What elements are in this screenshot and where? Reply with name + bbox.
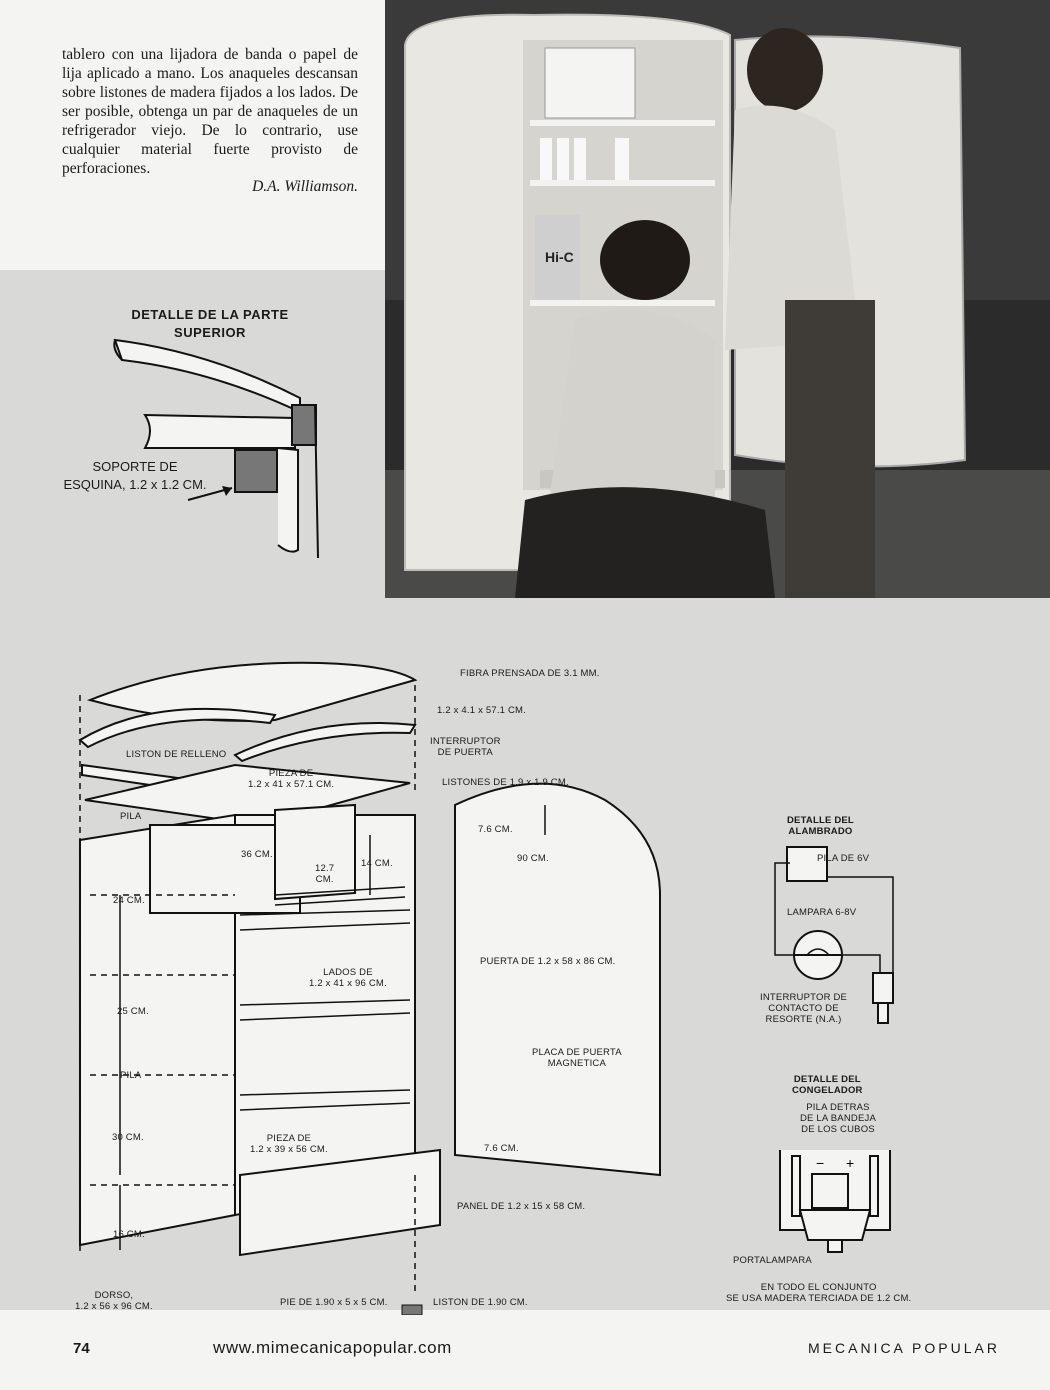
label-pressed-fiber: FIBRA PRENSADA DE 3.1 MM. xyxy=(460,668,600,679)
article-author: D.A. Williamson. xyxy=(252,178,358,195)
label-door-switch-2: DE PUERTA xyxy=(437,747,493,758)
label-battery: PILA xyxy=(120,811,142,822)
article-paragraph: tablero con una lijadora de banda o pape… xyxy=(62,46,358,177)
freezer-schematic: − + xyxy=(779,1150,891,1253)
label-dim-7-6-bottom: 7.6 CM. xyxy=(484,1143,519,1154)
svg-text:+: + xyxy=(846,1155,854,1171)
label-magnetic-plate: PLACA DE PUERTA MAGNETICA xyxy=(532,1047,622,1069)
label-dim-14: 14 CM. xyxy=(361,858,393,869)
label-dim-24: 24 CM. xyxy=(113,895,145,906)
plywood-note-2: SE USA MADERA TERCIADA DE 1.2 CM. xyxy=(726,1293,912,1304)
label-top-piece-2: 1.2 x 41 x 57.1 CM. xyxy=(248,779,335,790)
freezer-battery-1: PILA DETRAS xyxy=(806,1102,870,1113)
label-dim-90: 90 CM. xyxy=(517,853,549,864)
label-back-2: 1.2 x 56 x 96 CM. xyxy=(75,1301,153,1312)
label-batten-190: LISTON DE 1.90 CM. xyxy=(433,1297,528,1308)
wiring-detail-title: DETALLE DEL ALAMBRADO xyxy=(787,815,854,837)
label-dim-36: 36 CM. xyxy=(241,849,273,860)
freezer-title-2: CONGELADOR xyxy=(792,1085,863,1096)
label-door-switch: INTERRUPTOR DE PUERTA xyxy=(430,736,501,758)
page-number: 74 xyxy=(73,1340,90,1357)
label-bottom-piece: PIEZA DE 1.2 x 39 x 56 CM. xyxy=(250,1133,328,1155)
wiring-switch-3: RESORTE (N.A.) xyxy=(765,1014,842,1025)
corner-support-line2: ESQUINA, 1.2 x 1.2 CM. xyxy=(63,477,207,492)
label-back-1: DORSO, xyxy=(94,1290,134,1301)
top-detail-title-line1: DETALLE DE LA PARTE xyxy=(131,307,289,322)
label-base-panel: PANEL DE 1.2 x 15 x 58 CM. xyxy=(457,1201,586,1212)
freezer-battery-2: DE LA BANDEJA xyxy=(800,1113,876,1124)
label-sides-1: LADOS DE xyxy=(323,967,373,978)
label-back: DORSO, 1.2 x 56 x 96 CM. xyxy=(75,1290,153,1312)
wiring-schematic xyxy=(774,846,894,1024)
photo-children-toy-refrigerator: Hi-C xyxy=(385,0,1050,598)
label-dim-12-7-b: CM. xyxy=(315,874,334,885)
wiring-switch-2: CONTACTO DE xyxy=(768,1003,839,1014)
plywood-note-1: EN TODO EL CONJUNTO xyxy=(760,1282,877,1293)
can-label: Hi-C xyxy=(545,249,574,265)
website-url[interactable]: www.mimecanicapopular.com xyxy=(213,1338,452,1357)
label-magnetic-plate-1: PLACA DE PUERTA xyxy=(532,1047,622,1058)
label-battens: LISTONES DE 1.9 x 1.9 CM. xyxy=(442,777,569,788)
label-top-piece: PIEZA DE 1.2 x 41 x 57.1 CM. xyxy=(248,768,334,790)
top-detail-title-line2: SUPERIOR xyxy=(174,325,246,340)
freezer-title-1: DETALLE DEL xyxy=(793,1074,861,1085)
label-door: PUERTA DE 1.2 x 58 x 86 CM. xyxy=(480,956,616,967)
label-dim-12-7: 12.7 CM. xyxy=(315,863,334,885)
label-magnetic-plate-2: MAGNETICA xyxy=(547,1058,607,1069)
top-detail-title: DETALLE DE LA PARTE SUPERIOR xyxy=(130,306,290,342)
label-foot: PIE DE 1.90 x 5 x 5 CM. xyxy=(280,1297,388,1308)
lamp-holder-label: PORTALAMPARA xyxy=(733,1255,812,1266)
footer-area xyxy=(0,1310,1050,1390)
label-door-switch-1: INTERRUPTOR xyxy=(430,736,501,747)
label-strip: 1.2 x 4.1 x 57.1 CM. xyxy=(437,705,527,716)
label-sides: LADOS DE 1.2 x 41 x 96 CM. xyxy=(309,967,387,989)
plywood-note: EN TODO EL CONJUNTO SE USA MADERA TERCIA… xyxy=(726,1282,911,1304)
wiring-switch-label: INTERRUPTOR DE CONTACTO DE RESORTE (N.A.… xyxy=(760,992,847,1025)
freezer-detail-title: DETALLE DEL CONGELADOR xyxy=(792,1074,863,1096)
corner-support-line1: SOPORTE DE xyxy=(92,459,178,474)
label-filler-strip: LISTON DE RELLENO xyxy=(126,749,227,760)
exploded-refrigerator-diagram xyxy=(78,661,661,1315)
label-battery-2: PILA xyxy=(120,1070,142,1081)
label-dim-7-6-top: 7.6 CM. xyxy=(478,824,513,835)
label-bottom-piece-1: PIEZA DE xyxy=(266,1133,312,1144)
label-sides-2: 1.2 x 41 x 96 CM. xyxy=(309,978,387,989)
magazine-name: MECANICA POPULAR xyxy=(808,1340,1000,1356)
label-dim-16: 16 CM. xyxy=(113,1229,145,1240)
label-top-piece-1: PIEZA DE xyxy=(268,768,314,779)
freezer-battery-3: DE LOS CUBOS xyxy=(801,1124,875,1135)
label-dim-30: 30 CM. xyxy=(112,1132,144,1143)
wiring-lamp-label: LAMPARA 6-8V xyxy=(787,907,857,918)
freezer-battery-label: PILA DETRAS DE LA BANDEJA DE LOS CUBOS xyxy=(800,1102,876,1135)
corner-support-label: SOPORTE DE ESQUINA, 1.2 x 1.2 CM. xyxy=(42,458,228,494)
wiring-title-2: ALAMBRADO xyxy=(788,826,853,837)
wiring-battery-label: PILA DE 6V xyxy=(817,853,870,864)
label-dim-12-7-a: 12.7 xyxy=(315,863,335,874)
svg-text:−: − xyxy=(816,1155,824,1171)
wiring-switch-1: INTERRUPTOR DE xyxy=(760,992,848,1003)
label-bottom-piece-2: 1.2 x 39 x 56 CM. xyxy=(250,1144,328,1155)
label-dim-25: 25 CM. xyxy=(117,1006,149,1017)
wiring-title-1: DETALLE DEL xyxy=(787,815,854,826)
top-detail-drawing xyxy=(113,338,319,559)
